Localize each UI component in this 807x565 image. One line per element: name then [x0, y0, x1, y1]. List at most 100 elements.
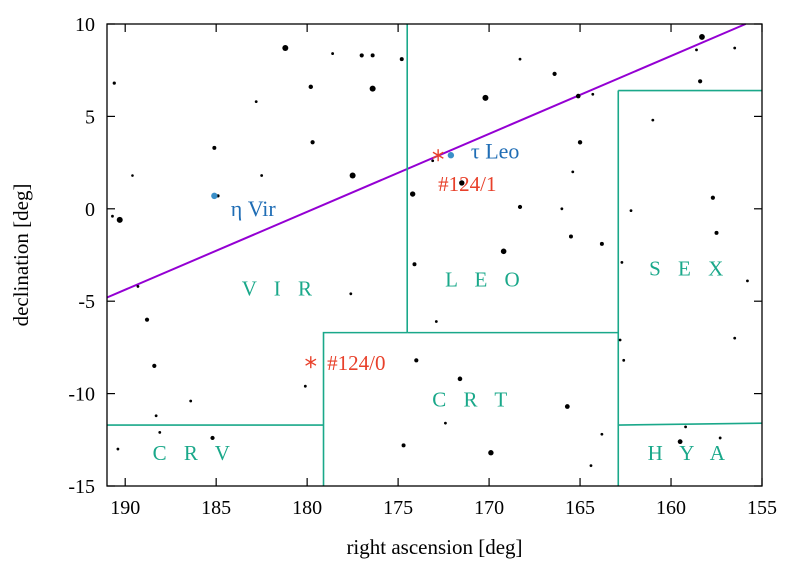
x-tick-label: 155 — [747, 497, 777, 519]
field-star — [359, 53, 364, 58]
field-star — [154, 414, 158, 418]
field-star — [699, 34, 705, 40]
field-star — [111, 214, 114, 218]
field-star — [189, 399, 193, 403]
constellation-label: C R T — [432, 388, 513, 412]
field-star — [560, 207, 564, 211]
field-star — [414, 358, 419, 363]
field-star — [571, 170, 575, 174]
tail-marker — [305, 356, 317, 369]
ecliptic-layer — [106, 23, 747, 299]
field-star — [401, 443, 406, 448]
field-star — [746, 279, 749, 283]
field-star — [282, 45, 289, 52]
field-star — [575, 93, 581, 99]
field-star — [622, 358, 626, 362]
field-star — [136, 285, 140, 288]
tails-layer: #124/1 #124/0 — [305, 149, 496, 375]
field-star — [568, 234, 573, 239]
tail-label: #124/1 — [438, 172, 496, 196]
constellation-label: H Y A — [648, 441, 731, 465]
y-tick-label: 0 — [85, 199, 95, 221]
field-star — [254, 100, 258, 104]
field-star — [116, 447, 120, 451]
named-stars-layer: η Vir τ Leo — [211, 139, 519, 221]
x-tick-label: 190 — [110, 497, 140, 519]
constellation-boundary — [618, 422, 763, 426]
y-tick-label: 10 — [75, 14, 95, 36]
field-star — [369, 85, 376, 92]
tail-label: #124/0 — [327, 351, 385, 375]
field-star — [482, 94, 489, 101]
field-star — [112, 81, 116, 85]
field-stars-layer — [111, 34, 749, 468]
field-star — [629, 209, 633, 213]
y-tick-label: -15 — [68, 476, 95, 498]
field-star — [409, 191, 416, 197]
tail-marker-stroke — [432, 151, 444, 159]
y-tick-label: 5 — [85, 106, 95, 128]
field-star — [618, 338, 622, 342]
x-tick-label: 160 — [656, 497, 686, 519]
field-star — [577, 140, 583, 145]
field-star — [718, 436, 722, 440]
field-star — [552, 71, 557, 76]
named-star-marker — [211, 192, 218, 200]
tail-marker — [432, 149, 444, 162]
field-star — [131, 174, 134, 177]
field-star — [714, 230, 719, 235]
field-star — [518, 57, 522, 61]
field-star — [303, 384, 307, 388]
field-star — [260, 174, 264, 177]
y-tick-label: -10 — [68, 384, 95, 406]
plot-frame — [106, 23, 763, 487]
x-tick-label: 165 — [565, 497, 595, 519]
field-star — [370, 53, 375, 58]
field-star — [434, 320, 438, 323]
field-star — [589, 464, 593, 468]
field-star — [457, 376, 463, 382]
y-tick-label: -5 — [78, 291, 95, 313]
field-star — [331, 52, 335, 55]
constellation-label: L E O — [445, 267, 526, 291]
field-star — [733, 336, 737, 340]
field-star — [620, 260, 624, 264]
named-star-label: η Vir — [231, 196, 277, 221]
constellation-label: S E X — [649, 256, 729, 280]
field-star — [684, 425, 687, 429]
x-axis-title: right ascension [deg] — [346, 535, 522, 559]
x-tick-label: 180 — [292, 497, 322, 519]
field-star — [310, 140, 315, 145]
field-star — [399, 57, 404, 62]
field-star — [710, 195, 715, 200]
field-star — [599, 241, 604, 246]
field-star — [500, 248, 507, 255]
field-star — [600, 432, 604, 436]
field-star — [459, 180, 465, 186]
field-star — [677, 439, 683, 445]
constellation-label: V I R — [242, 277, 318, 301]
field-star — [651, 118, 655, 122]
field-star — [564, 404, 570, 409]
tail-marker-stroke — [305, 358, 317, 366]
field-star — [212, 145, 217, 150]
named-star-marker — [447, 152, 455, 159]
field-star — [733, 46, 737, 50]
field-star — [591, 92, 595, 96]
field-star — [412, 262, 417, 267]
boundaries-layer — [107, 24, 763, 486]
field-star — [444, 421, 447, 425]
field-star — [698, 79, 703, 84]
ecliptic-line — [106, 23, 747, 299]
field-star — [144, 317, 150, 322]
named-star-label: τ Leo — [471, 139, 520, 164]
field-star — [152, 363, 157, 368]
x-tick-label: 185 — [201, 497, 231, 519]
field-star — [695, 48, 698, 52]
field-star — [517, 204, 523, 210]
field-star — [308, 84, 313, 90]
field-star — [488, 450, 494, 456]
constellation-boundary — [322, 331, 408, 486]
